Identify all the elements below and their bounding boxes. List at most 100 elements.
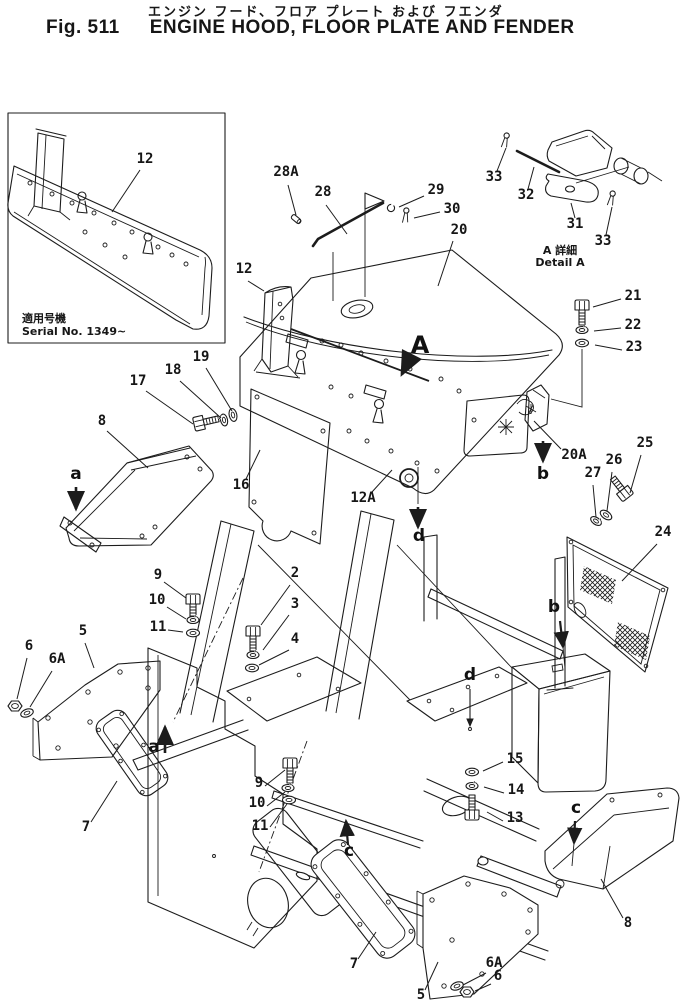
callout-17: 17 (130, 373, 147, 389)
leader-line-10 (266, 791, 286, 807)
hood-latch-receiver (399, 468, 419, 488)
callout-21: 21 (625, 288, 642, 304)
leader-line-21 (592, 298, 622, 308)
callout-2: 2 (291, 565, 299, 581)
leader-line-28 (325, 204, 348, 235)
callout-10: 10 (149, 592, 166, 608)
callout-12A: 12A (350, 490, 376, 506)
callout-22: 22 (625, 317, 642, 333)
callout-18: 18 (165, 362, 182, 378)
fender-8-right (476, 787, 680, 898)
leader-line-29 (398, 195, 425, 208)
leader-line-33 (496, 147, 507, 172)
hw-pin (401, 207, 411, 224)
fender-8-left (59, 445, 214, 553)
callout-5: 5 (417, 987, 425, 1002)
callout-3: 3 (291, 596, 299, 612)
callout-11: 11 (252, 818, 269, 834)
prop-rod (311, 201, 385, 248)
leader-line-14 (483, 786, 505, 794)
side-panel-5-left (32, 660, 161, 761)
callout-6A: 6A (49, 651, 66, 667)
callout-9: 9 (255, 775, 263, 791)
hw-lockwasher (217, 412, 230, 429)
callout-6: 6 (25, 638, 33, 654)
callout-7: 7 (350, 956, 358, 972)
leader-line-2 (260, 584, 291, 626)
leader-line-6A (29, 670, 53, 708)
view-arrow-tail-c (571, 842, 575, 867)
leader-line-8 (106, 430, 149, 469)
leader-line-22 (593, 327, 622, 332)
callout-13: 13 (507, 810, 524, 826)
hw-bolt (574, 299, 590, 326)
callout-24: 24 (655, 524, 672, 540)
callout-7: 7 (82, 819, 90, 835)
callout-6: 6 (494, 968, 502, 984)
callout-16: 16 (233, 477, 250, 493)
view-letter-c: c (571, 798, 581, 818)
callout-26: 26 (606, 452, 623, 468)
view-letter-d: d (464, 665, 476, 685)
callout-8: 8 (624, 915, 632, 931)
callout-15: 15 (507, 751, 524, 767)
hw-washer (464, 767, 480, 777)
view-arrow-b (553, 620, 569, 650)
callout-28: 28 (315, 184, 332, 200)
callout-25: 25 (637, 435, 654, 451)
leader-line-5 (424, 961, 439, 991)
view-arrow-c (339, 818, 355, 846)
callout-27: 27 (585, 465, 602, 481)
leader-line-11 (167, 629, 184, 633)
view-letter-a: a (70, 464, 81, 484)
leader-line-32 (527, 166, 535, 190)
hw-washer (19, 706, 35, 720)
leader-line-27 (592, 484, 597, 518)
view-letter-A: A (411, 331, 430, 359)
callout-5: 5 (79, 623, 87, 639)
view-letter-a: a (148, 737, 159, 757)
leader-line-20 (437, 240, 454, 287)
hw-washer (227, 407, 239, 423)
callout-20A: 20A (561, 447, 587, 463)
leader-line-33 (605, 206, 613, 236)
hw-clip (290, 213, 303, 226)
leader-line-19 (205, 367, 233, 412)
hw-bolt (191, 411, 221, 432)
vent-star (498, 404, 537, 435)
view-arrow-c (567, 820, 583, 846)
leader-lines (16, 147, 658, 992)
callout-12: 12 (236, 261, 253, 277)
callout-29: 29 (428, 182, 445, 198)
hw-nut (7, 700, 23, 712)
leader-line-16 (245, 449, 261, 480)
hw-washer (244, 663, 260, 673)
callout-28A: 28A (273, 164, 299, 180)
leader-line-12 (247, 280, 265, 292)
leader-line-26 (606, 471, 613, 512)
serial-note-en: Serial No. 1349~ (22, 325, 126, 338)
view-letter-c: c (344, 841, 354, 861)
side-panel-5-bottom (416, 875, 539, 1000)
gasket-7-left (95, 709, 169, 797)
hw-lockwasher (574, 324, 590, 335)
callout-14: 14 (508, 782, 525, 798)
hw-ring (385, 202, 397, 214)
leader-line-17 (145, 390, 194, 425)
hw-washer (574, 338, 590, 348)
view-arrow-tail-b (562, 646, 566, 669)
leader-line-9 (163, 581, 187, 599)
hw-lockwasher (464, 780, 480, 791)
hw-nut (459, 986, 475, 998)
leader-line-6 (474, 983, 492, 992)
leader-line-23 (594, 344, 623, 351)
view-arrow-A (400, 348, 423, 377)
callout-32: 32 (518, 187, 535, 203)
leader-line-28A (287, 184, 297, 216)
hw-bolt (245, 625, 261, 652)
callout-30: 30 (444, 201, 461, 217)
